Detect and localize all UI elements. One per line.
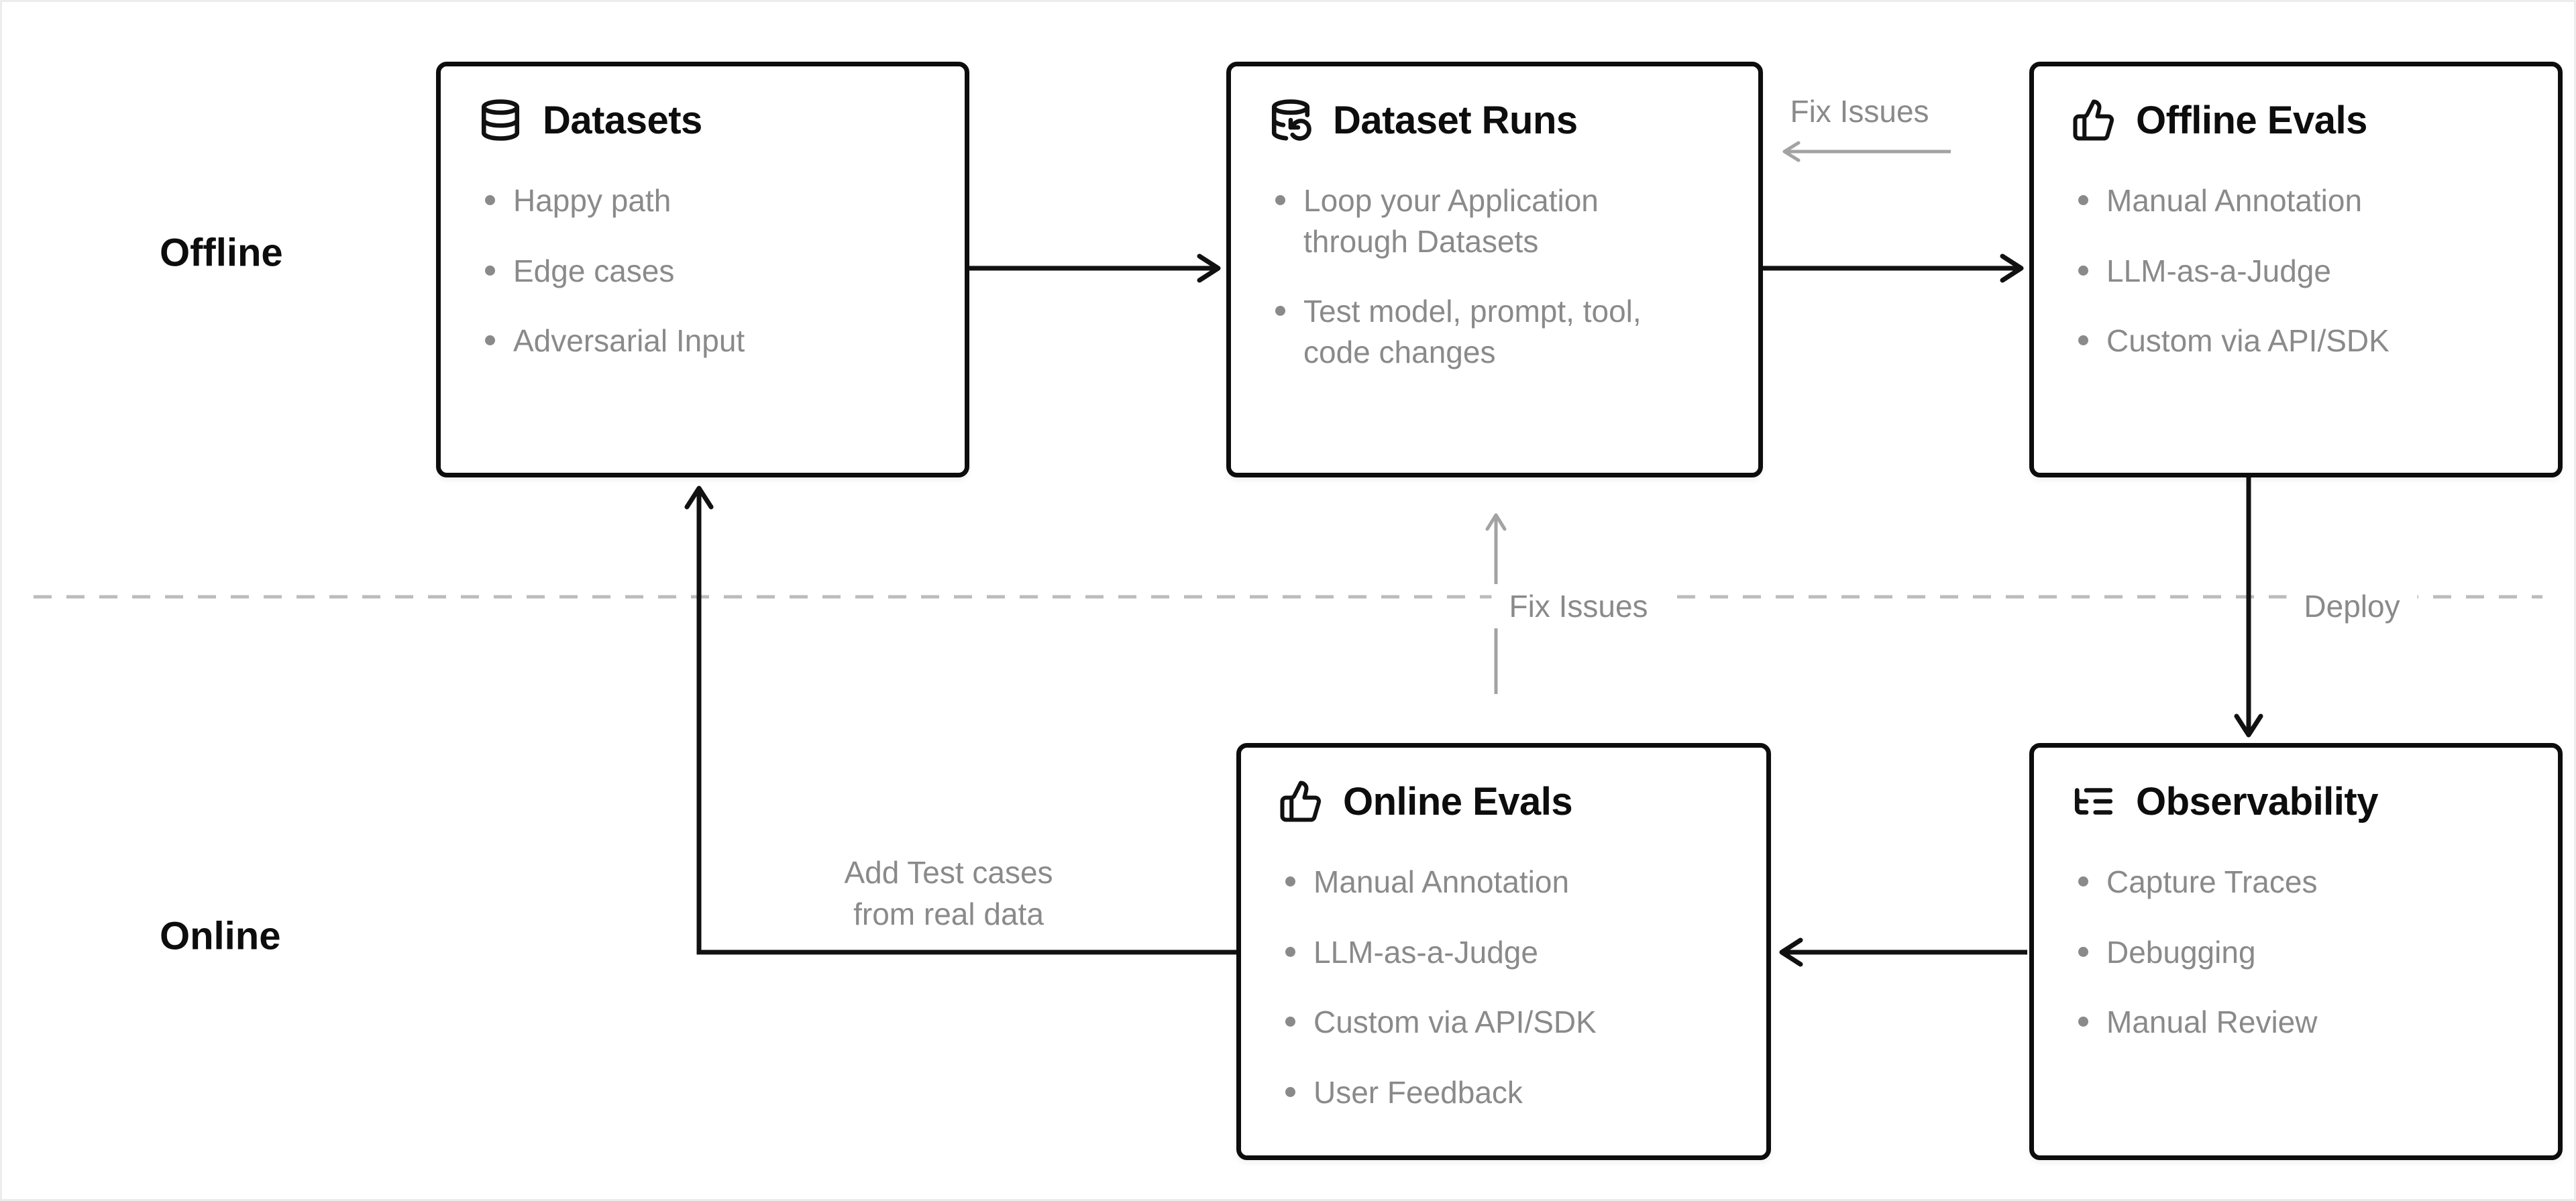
offline-section-label: Offline [160,231,283,275]
node-title: Online Evals [1343,779,1573,823]
deploy-label: Deploy [2286,584,2418,628]
fix-issues-middle-label: Fix Issues [1491,584,1666,628]
bullet-item: Loop your Application through Datasets [1269,180,1679,262]
bullet-item: LLM-as-a-Judge [2072,251,2523,292]
online-section-label: Online [160,914,281,958]
database-backup-icon [1269,98,1313,142]
add-test-cases-line1: Add Test cases [844,855,1053,890]
add-test-cases-line2: from real data [853,897,1044,931]
node-offline-evals-header: Offline Evals [2072,97,2523,143]
bullet-item: User Feedback [1279,1072,1731,1113]
add-test-cases-label: Add Test cases from real data [844,852,1053,935]
bullet-item: Manual Review [2072,1002,2523,1043]
bullet-item: Edge cases [478,251,930,292]
node-title: Dataset Runs [1333,98,1578,142]
bullet-item: Happy path [478,180,930,221]
node-title: Datasets [543,98,702,142]
arrow-online-evals-to-datasets-loop [684,485,1238,955]
fix-issues-top-label: Fix Issues [1790,94,1929,129]
bullet-item: Test model, prompt, tool, code changes [1269,291,1679,372]
thumbs-up-icon [2072,98,2116,142]
bullet-item: Debugging [2072,932,2523,973]
thumbs-up-icon [1279,779,1323,823]
node-datasets-header: Datasets [478,97,930,143]
node-online-evals-header: Online Evals [1279,779,1731,824]
list-tree-icon [2072,779,2116,823]
bullet-item: LLM-as-a-Judge [1279,932,1731,973]
node-dataset-runs: Dataset Runs Loop your Application throu… [1226,62,1763,477]
bullet-item: Manual Annotation [1279,862,1731,903]
bullet-item: Adversarial Input [478,321,930,361]
bullet-item: Custom via API/SDK [1279,1002,1731,1043]
bullet-item: Manual Annotation [2072,180,2523,221]
bullet-item: Custom via API/SDK [2072,321,2523,361]
node-dataset-runs-header: Dataset Runs [1269,97,1723,143]
node-title: Observability [2136,779,2378,823]
bullet-item: Capture Traces [2072,862,2523,903]
database-icon [478,98,523,142]
node-observability-header: Observability [2072,779,2523,824]
node-title: Offline Evals [2136,98,2367,142]
